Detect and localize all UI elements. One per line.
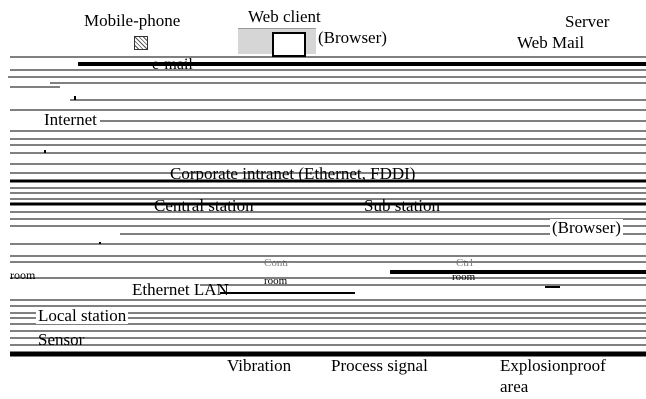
label-sensor: Sensor bbox=[38, 330, 85, 349]
label-process-signal: Process signal bbox=[331, 356, 428, 375]
label-mobile-phone: Mobile-phone bbox=[84, 11, 181, 30]
label-explosion-proof: Explosionproof bbox=[500, 356, 606, 375]
label-room-mid-top: Contr bbox=[264, 257, 290, 269]
label-server: Server bbox=[565, 12, 610, 31]
browser-window-icon bbox=[238, 28, 316, 57]
label-local-station: Local station bbox=[36, 306, 129, 325]
label-web-client: Web client bbox=[248, 7, 321, 26]
label-room-right-top: Ctrl bbox=[456, 257, 474, 269]
label-browser-right: (Browser) bbox=[550, 218, 623, 237]
label-central-station: Central station bbox=[154, 196, 254, 215]
label-internet: Internet bbox=[42, 110, 99, 129]
label-ethernet-lan: Ethernet LAN bbox=[132, 280, 229, 299]
label-sub-station: Sub station bbox=[364, 196, 441, 215]
label-email: e-mail bbox=[152, 56, 193, 73]
mobile-phone-icon bbox=[134, 36, 148, 50]
label-corporate-intranet: Corporate intranet (Ethernet, FDDI) bbox=[170, 164, 416, 183]
label-browser-top: (Browser) bbox=[318, 28, 387, 47]
label-vibration: Vibration bbox=[227, 356, 292, 375]
label-room-left: room bbox=[10, 268, 36, 282]
label-room-mid-bottom: room bbox=[264, 275, 288, 287]
label-web-mail: Web Mail bbox=[517, 33, 585, 52]
label-explosion-proof-area: area bbox=[500, 377, 529, 396]
label-room-right-bottom: room bbox=[452, 271, 476, 283]
